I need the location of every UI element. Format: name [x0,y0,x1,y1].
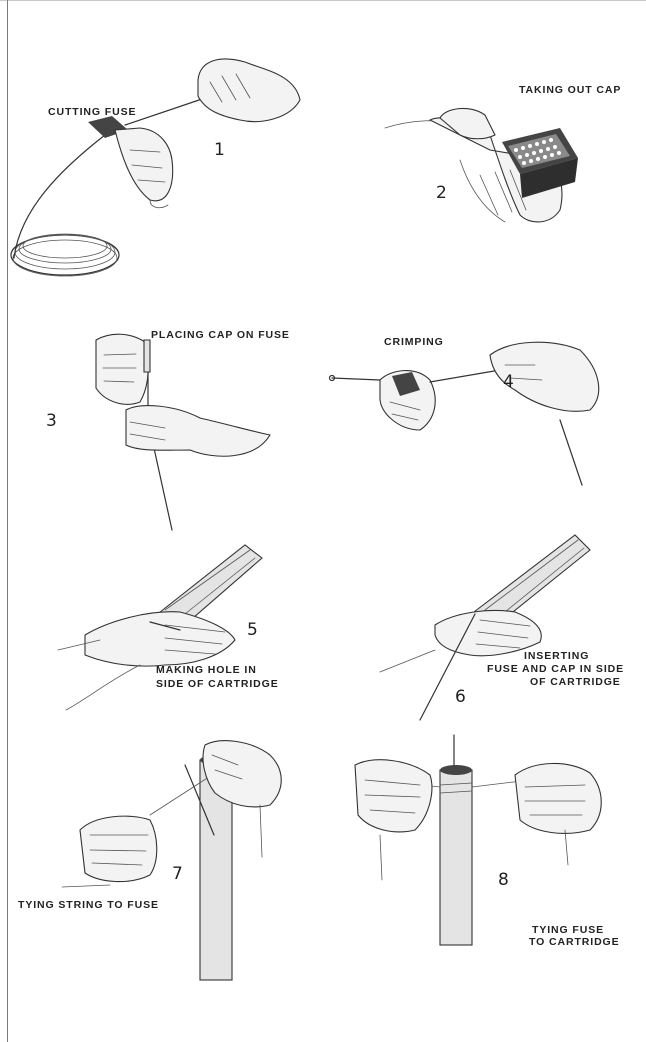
caption-8-line-1: TYING FUSE [532,924,604,936]
tying-fuse-drawing [320,735,646,950]
caption-2: TAKING OUT CAP [519,84,621,96]
caption-6-line-1: INSERTING [524,650,589,662]
upper-hand [96,334,148,404]
figure-number-7: 7 [172,864,183,884]
taking-out-cap-drawing [320,0,646,300]
cartridge [440,770,472,945]
making-hole-drawing [0,540,320,730]
blasting-cap [144,340,150,372]
picking-fingers [440,108,495,138]
figure-number-3: 3 [46,411,57,431]
figure-number-6: 6 [455,687,466,707]
caption-6-line-2: FUSE AND CAP IN SIDE [487,663,624,675]
illustration-1: CUTTING FUSE 1 [0,0,320,300]
caption-8-line-2: TO CARTRIDGE [529,936,620,948]
illustration-8: TYING FUSE TO CARTRIDGE 8 [320,735,646,950]
crimping-drawing [320,310,646,540]
lower-hand [126,406,270,457]
figure-number-5: 5 [247,620,258,640]
left-hand [115,128,173,201]
caption-6-line-3: OF CARTRIDGE [530,676,621,688]
illustration-2: TAKING OUT CAP 2 [320,0,646,300]
tying-string-drawing [0,735,320,950]
caption-5-line-1: MAKING HOLE IN [156,664,257,676]
caption-5-line-2: SIDE OF CARTRIDGE [156,678,279,690]
illustration-3: PLACING CAP ON FUSE 3 [0,310,320,540]
illustration-4: CRIMPING 4 [320,310,646,540]
figure-number-1: 1 [214,140,225,160]
illustration-7: TYING STRING TO FUSE 7 [0,735,320,950]
right-hand [515,763,601,833]
caption-1: CUTTING FUSE [48,106,136,118]
cutting-fuse-drawing [0,0,320,300]
fuse-coil [11,234,119,276]
figure-number-2: 2 [436,183,447,203]
caption-7: TYING STRING TO FUSE [18,899,159,911]
illustration-5: MAKING HOLE IN SIDE OF CARTRIDGE 5 [0,540,320,730]
figure-number-8: 8 [498,870,509,890]
cap-line [332,378,380,380]
figure-number-4: 4 [503,372,514,392]
caption-4: CRIMPING [384,336,444,348]
illustration-6: INSERTING FUSE AND CAP IN SIDE OF CARTRI… [320,520,646,730]
left-hand [80,816,157,881]
hand [85,612,235,666]
fuse-line [14,135,105,258]
caption-3: PLACING CAP ON FUSE [151,329,290,341]
right-hand [198,59,300,122]
inserting-fuse-drawing [320,520,646,730]
fuse-line [148,372,172,530]
